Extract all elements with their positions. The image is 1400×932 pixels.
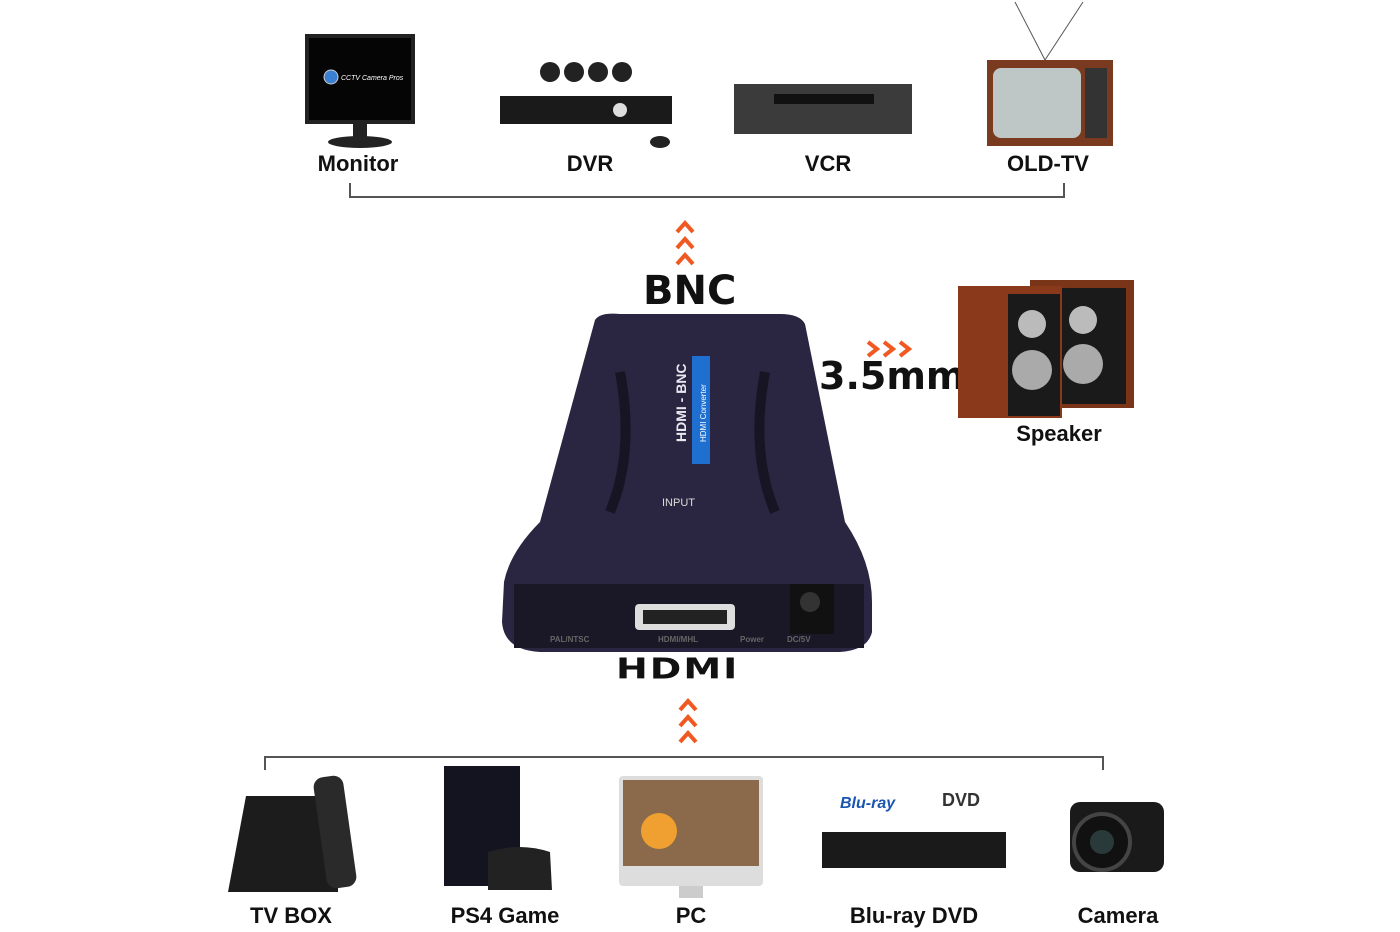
- speaker-label: Speaker: [1016, 421, 1102, 446]
- arrow-right-icon: [866, 340, 913, 358]
- output-label-dvr: DVR: [566, 151, 614, 176]
- top-bracket: [349, 196, 1065, 198]
- converter-input-label: INPUT: [662, 497, 695, 509]
- arrow-up-icon: [678, 697, 698, 744]
- port-power: Power: [740, 635, 764, 644]
- input-label-camera: Camera: [1077, 903, 1159, 928]
- input-label-pc: PC: [675, 903, 707, 928]
- svg-text:DVD: DVD: [942, 790, 980, 810]
- tv-box-image: [228, 775, 357, 892]
- output-label-old-tv: OLD-TV: [1007, 151, 1089, 176]
- port-hdmi-mhl: HDMI/MHL: [658, 635, 698, 644]
- top-bracket-tick: [349, 183, 351, 197]
- bottom-bracket: [264, 756, 1104, 758]
- bluray-dvd-image: Blu-ray DVD: [822, 790, 1006, 868]
- old-tv-image: [987, 1, 1113, 146]
- vcr-image: [734, 84, 912, 134]
- speaker-image: [958, 280, 1134, 418]
- input-label-ps4: PS4 Game: [450, 903, 560, 928]
- audio-label: 3.5mm: [819, 354, 966, 398]
- monitor-screen-text: CCTV Camera Pros: [341, 75, 404, 82]
- converter-subtitle: HDMI Converter: [699, 384, 708, 442]
- input-label-bluray-dvd: Blu-ray DVD: [849, 903, 979, 928]
- arrow-up-icon: [675, 219, 695, 266]
- top-bracket-tick: [1063, 183, 1065, 197]
- input-label-tv-box: TV BOX: [250, 903, 332, 928]
- dvr-image: [500, 62, 672, 148]
- pc-image: [619, 776, 763, 898]
- port-pal-ntsc: PAL/NTSC: [550, 635, 590, 644]
- bnc-label: BNC: [643, 268, 737, 314]
- converter-device: HDMI - BNC HDMI Converter INPUT PAL/NTSC…: [502, 313, 872, 652]
- output-label-monitor: Monitor: [317, 151, 399, 176]
- port-dc-5v: DC/5V: [787, 635, 811, 644]
- bottom-bracket-tick: [264, 756, 266, 770]
- camera-image: [1070, 802, 1164, 872]
- converter-title: HDMI - BNC: [673, 363, 689, 442]
- hdmi-label: HDMI: [616, 652, 740, 685]
- svg-text:Blu-ray: Blu-ray: [840, 795, 896, 812]
- ps4-image: [444, 766, 552, 890]
- bottom-bracket-tick: [1102, 756, 1104, 770]
- monitor-image: CCTV Camera Pros: [305, 34, 415, 148]
- output-label-vcr: VCR: [804, 151, 852, 176]
